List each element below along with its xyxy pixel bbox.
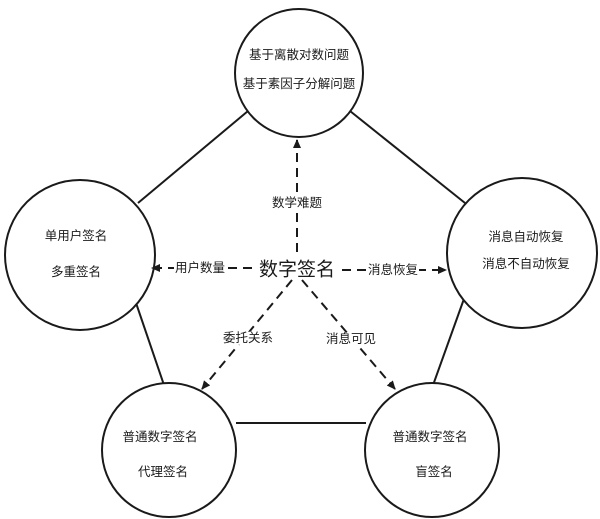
edge-right-bottomright [431, 295, 466, 389]
node-bottomleft-line-1: 普通数字签名 [122, 428, 198, 444]
edge-left-bottomleft [134, 299, 166, 389]
edge-label-left: 用户数量 [173, 259, 227, 275]
node-bottomleft-line-2: 代理签名 [137, 463, 189, 479]
arrow-bottomright [301, 279, 396, 390]
node-left-line-2: 多重签名 [50, 263, 102, 279]
node-right-line-1: 消息自动恢复 [488, 228, 564, 244]
arrow-bottomleft [201, 279, 293, 390]
edge-label-top: 数学难题 [270, 194, 324, 210]
node-top-line-2: 基于素因子分解问题 [242, 75, 356, 91]
node-right-line-2: 消息不自动恢复 [482, 255, 570, 271]
node-bottomright-line-2: 盲签名 [415, 463, 453, 479]
node-right-circle [446, 177, 598, 329]
node-bottomright-circle [364, 382, 500, 518]
node-top-line-1: 基于离散对数问题 [248, 46, 350, 62]
node-bottomleft-circle [101, 382, 237, 518]
edge-top-right [349, 110, 466, 204]
edge-top-left [137, 110, 249, 204]
edge-label-right: 消息恢复 [366, 261, 420, 277]
edge-label-bottomright: 消息可见 [324, 330, 378, 346]
edge-label-bottomleft: 委托关系 [221, 329, 275, 345]
node-bottomright-line-1: 普通数字签名 [392, 428, 468, 444]
node-left-circle [4, 179, 156, 331]
node-top-circle [234, 8, 364, 138]
center-label: 数字签名 [257, 258, 337, 281]
node-left-line-1: 单用户签名 [44, 227, 108, 243]
